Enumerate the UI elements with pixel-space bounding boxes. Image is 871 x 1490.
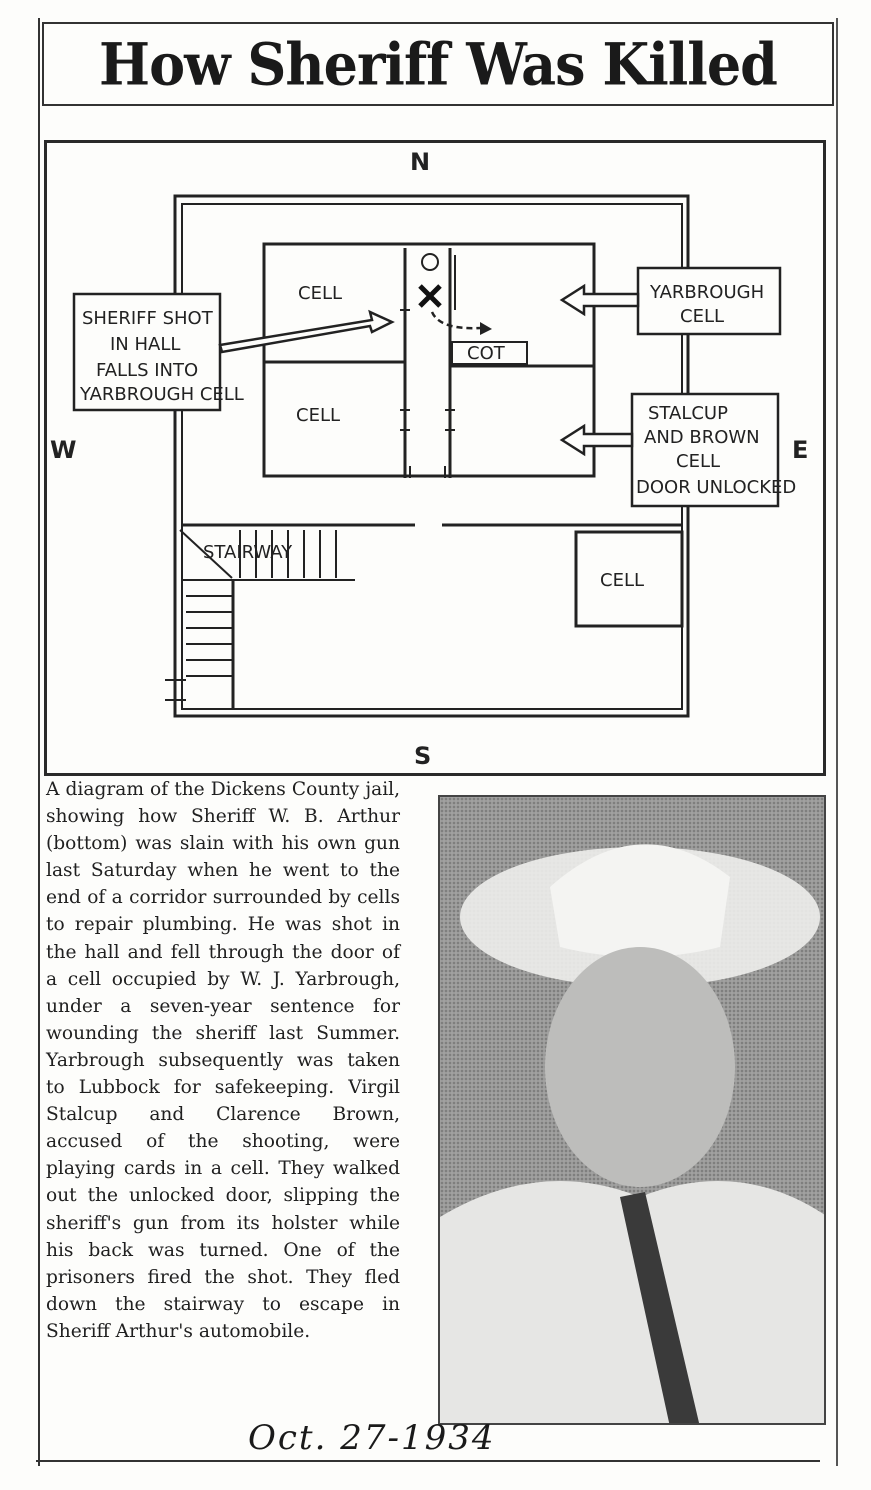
callout-yarbrough-line: CELL bbox=[680, 306, 724, 327]
arrow-sheriff bbox=[220, 312, 392, 352]
arrow-stalcup bbox=[562, 426, 632, 454]
callout-stalcup-line: STALCUP bbox=[648, 403, 728, 424]
callout-stalcup-line: CELL bbox=[676, 451, 720, 472]
shot-location-x-icon bbox=[420, 286, 440, 306]
cell-block bbox=[264, 244, 594, 476]
callout-sheriff-line: YARBROUGH CELL bbox=[79, 384, 244, 405]
callout-yarbrough-line: YARBROUGH bbox=[649, 282, 764, 303]
article-caption: A diagram of the Dickens County jail, sh… bbox=[46, 776, 400, 1345]
building-outline bbox=[175, 196, 688, 716]
portrait-sketch bbox=[440, 797, 826, 1425]
floor-plan: CELL CELL CELL COT STAIRWAY SHERIFF SHOT… bbox=[0, 0, 871, 780]
callout-stalcup-line: AND BROWN bbox=[644, 427, 760, 448]
label-stairway: STAIRWAY bbox=[203, 542, 293, 563]
label-cell-w: CELL bbox=[296, 405, 340, 426]
callout-sheriff-line: FALLS INTO bbox=[96, 360, 198, 381]
callout-stalcup-line: DOOR UNLOCKED bbox=[636, 477, 796, 498]
handwritten-date: Oct. 27-1934 bbox=[248, 1418, 495, 1458]
callout-sheriff-line: IN HALL bbox=[110, 334, 180, 355]
label-cell-se: CELL bbox=[600, 570, 644, 591]
sheriff-portrait-photo bbox=[438, 795, 826, 1425]
label-cot: COT bbox=[467, 343, 506, 364]
fall-path-arrow bbox=[432, 312, 480, 328]
toilet-icon bbox=[422, 254, 438, 270]
callout-sheriff-line: SHERIFF SHOT bbox=[82, 308, 214, 329]
bottom-rule bbox=[36, 1460, 820, 1462]
arrow-yarbrough bbox=[562, 286, 638, 314]
label-cell-nw: CELL bbox=[298, 283, 342, 304]
